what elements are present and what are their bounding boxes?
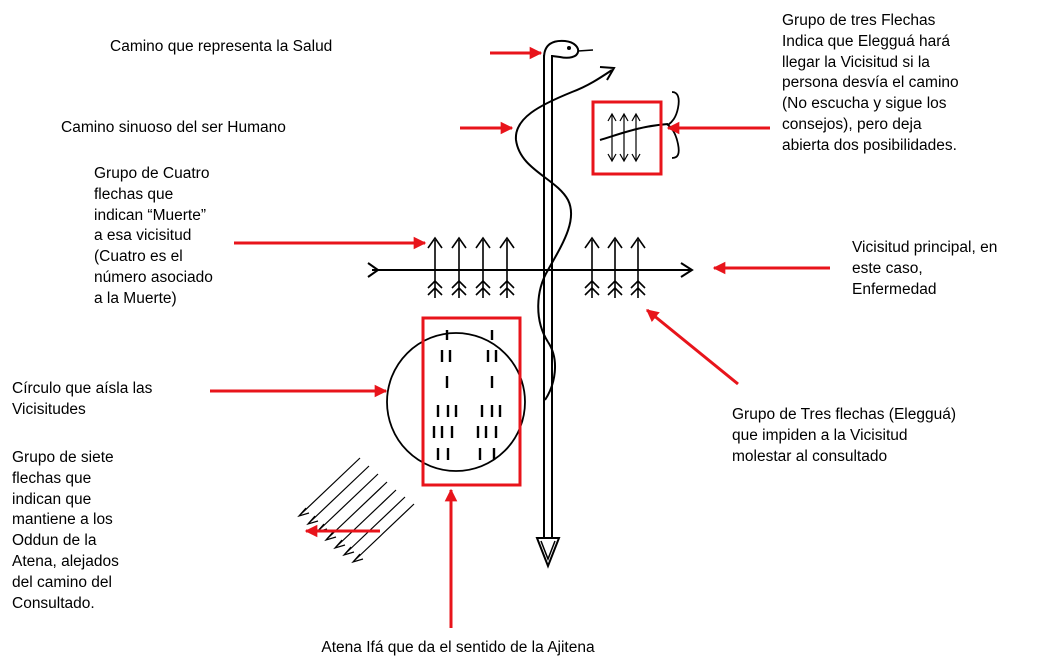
pointer-arrows	[210, 46, 830, 628]
label-circulo: Círculo que aísla las Vicisitudes	[12, 380, 153, 418]
pointer-eleggua	[646, 308, 739, 386]
highlight-box-top	[591, 100, 663, 176]
label-salud: Camino que representa la Salud	[110, 38, 333, 55]
label-siete-flechas: Grupo de siete flechas que indican que m…	[12, 449, 119, 612]
sinuous-human-path	[514, 66, 616, 401]
main-vicissitude-line	[367, 262, 694, 278]
seven-arrows-group	[297, 457, 415, 564]
label-tres-flechas-eleggua: Grupo de Tres flechas (Elegguá) que impi…	[732, 406, 957, 465]
four-arrows-group	[427, 236, 515, 298]
tilted-bar-in-top-box	[599, 123, 669, 141]
label-sinuoso: Camino sinuoso del ser Humano	[61, 119, 286, 136]
atena-marks	[432, 330, 502, 460]
label-atena: Atena Ifá que da el sentido de la Ajiten…	[321, 639, 595, 656]
label-vicisitud-principal: Vicisitud principal, en este caso, Enfer…	[852, 239, 998, 298]
label-tres-flechas-top: Grupo de tres Flechas Indica que Elegguá…	[782, 12, 959, 154]
label-cuatro-flechas: Grupo de Cuatro flechas que indican “Mue…	[94, 165, 213, 307]
three-arrows-group	[584, 236, 646, 298]
highlight-box-atena	[421, 316, 522, 487]
isolating-circle	[386, 332, 526, 472]
health-path	[535, 39, 594, 569]
